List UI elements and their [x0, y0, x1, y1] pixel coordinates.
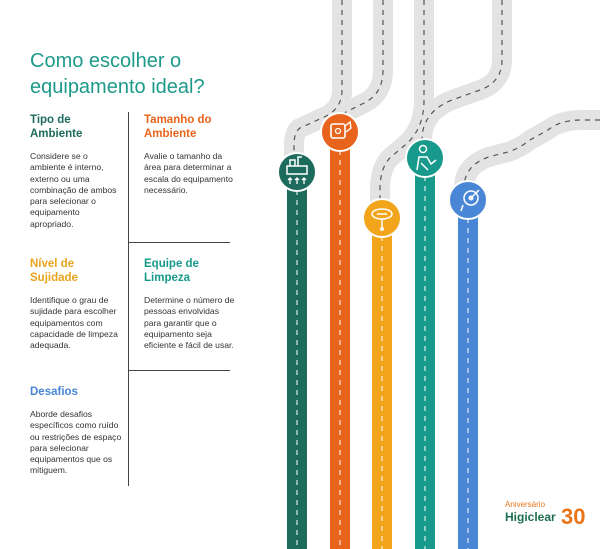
item-heading: Nível de Sujidade	[30, 258, 78, 284]
item-tipo-de-ambiente: Tipo de Ambiente Considere se o ambiente…	[30, 113, 122, 230]
logo-number: 30	[561, 504, 586, 529]
item-heading: Desafios	[30, 386, 78, 398]
factory-icon	[277, 152, 317, 192]
logo-brand-text: Higiclear	[505, 510, 556, 524]
bar-tipo-de-ambiente	[287, 172, 307, 549]
item-heading: Tamanho do Ambiente	[144, 114, 212, 140]
divider-vertical-bottom	[128, 370, 129, 486]
item-text: Avalie o tamanho da área para determinar…	[144, 151, 233, 195]
measuring-tape-icon	[320, 112, 360, 152]
bar-tamanho-do-ambiente	[330, 132, 350, 549]
item-heading: Tipo de Ambiente	[30, 114, 83, 140]
bar-equipe-de-limpeza	[415, 158, 435, 549]
bar-desafios	[458, 200, 478, 549]
item-nivel-de-sujidade: Nível de Sujidade Identifique o grau de …	[30, 257, 122, 351]
item-tamanho-do-ambiente: Tamanho do Ambiente Avalie o tamanho da …	[144, 113, 236, 196]
spotlight-icon	[362, 198, 402, 238]
item-text: Aborde desafios específicos como ruído o…	[30, 409, 122, 476]
item-heading: Equipe de Limpeza	[144, 258, 199, 284]
higiclear-logo: Aniversário Higiclear 30	[505, 500, 595, 534]
divider-horizontal-2	[128, 370, 230, 371]
item-text: Determine o número de pessoas envolvidas…	[144, 295, 235, 351]
target-icon	[448, 180, 488, 220]
item-equipe-de-limpeza: Equipe de Limpeza Determine o número de …	[144, 257, 236, 351]
logo-anniversary-text: Aniversário	[505, 500, 546, 509]
divider-vertical-top	[128, 112, 129, 242]
item-desafios: Desafios Aborde desafios específicos com…	[30, 385, 122, 477]
person-cleaning-icon	[405, 138, 445, 178]
bar-nivel-de-sujidade	[372, 218, 392, 549]
divider-vertical-middle	[128, 242, 129, 370]
item-text: Considere se o ambiente é interno, exter…	[30, 151, 117, 229]
divider-horizontal-1	[128, 242, 230, 243]
item-text: Identifique o grau de sujidade para esco…	[30, 295, 118, 351]
page-title: Como escolher o equipamento ideal?	[30, 50, 205, 98]
